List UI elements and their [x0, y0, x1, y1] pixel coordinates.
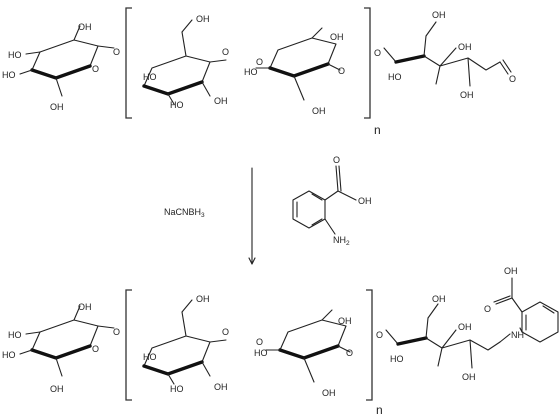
starting-oligosaccharide: OH HO HO OH O O OH O HO HO OH O	[2, 7, 516, 137]
label-oh: OH	[214, 382, 228, 392]
repeat-count-n: n	[374, 123, 381, 137]
product-bracket-right	[366, 289, 373, 401]
label-carboxyl-oh: OH	[358, 196, 372, 206]
arrow-head	[248, 257, 256, 265]
repeat-count-n: n	[376, 403, 383, 417]
open-chain-reducing-end	[383, 21, 512, 87]
glucose-unit-2	[142, 19, 227, 105]
label-oh: OH	[338, 316, 352, 326]
glucose-unit-3	[255, 27, 341, 101]
label-product-acid-o: O	[484, 304, 491, 314]
label-ho: HO	[2, 70, 16, 80]
label-product-acid-oh: OH	[504, 266, 518, 276]
label-oh: OH	[50, 102, 64, 112]
label-ring-o: O	[222, 327, 229, 337]
label-oh: OH	[460, 90, 474, 100]
reduced-reducing-end	[385, 303, 511, 369]
label-glycosidic-o: O	[256, 337, 263, 347]
label-oh: OH	[78, 22, 92, 32]
label-glycosidic-o: O	[113, 47, 120, 57]
label-oh: OH	[196, 294, 210, 304]
label-ho: HO	[170, 100, 184, 110]
label-oh: OH	[458, 42, 472, 52]
label-ho: HO	[8, 330, 22, 340]
label-ho: HO	[170, 384, 184, 394]
product-glucose-unit-1	[19, 305, 115, 377]
label-oh: OH	[432, 294, 446, 304]
label-ring-o: O	[338, 66, 345, 76]
label-ho: HO	[143, 352, 157, 362]
label-ho: HO	[8, 50, 22, 60]
product-conjugate: OH HO HO OH O O OH O HO HO OH O OH	[2, 266, 559, 417]
label-oh: OH	[196, 14, 210, 24]
bracket-right	[364, 7, 371, 119]
label-product-nh: NH	[511, 330, 524, 340]
label-amine: NH2	[333, 235, 350, 247]
reaction-arrow-section: NaCNBH3 O OH NH2	[164, 155, 372, 265]
label-ho: HO	[143, 72, 157, 82]
label-glycosidic-o: O	[256, 57, 263, 67]
label-aldehyde-o: O	[509, 74, 516, 84]
label-ring-o: O	[92, 64, 99, 74]
label-ring-o: O	[222, 47, 229, 57]
label-ho: HO	[2, 350, 16, 360]
label-ho: HO	[244, 67, 258, 77]
label-oh: OH	[330, 32, 344, 42]
product-glucose-unit-2	[142, 299, 227, 385]
reagent-reducing-agent: NaCNBH3	[164, 207, 205, 219]
label-ho: HO	[388, 72, 402, 82]
product-bracket-left	[125, 289, 132, 401]
label-ring-o: O	[346, 348, 353, 358]
label-oh: OH	[312, 106, 326, 116]
anthranilic-acid	[292, 165, 357, 235]
label-glycosidic-o: O	[113, 327, 120, 337]
label-oh: OH	[458, 322, 472, 332]
label-ring-o: O	[92, 344, 99, 354]
label-oh: OH	[462, 372, 476, 382]
bracket-left	[125, 7, 132, 119]
label-ho: HO	[254, 348, 268, 358]
label-carbonyl-o: O	[333, 155, 340, 165]
product-aromatic-ring	[493, 277, 559, 343]
label-oh: OH	[214, 96, 228, 106]
label-oh: OH	[322, 388, 336, 398]
glucose-unit-1	[19, 25, 115, 97]
label-oh: OH	[50, 384, 64, 394]
label-ho: HO	[390, 354, 404, 364]
label-glycosidic-o: O	[374, 48, 381, 58]
label-glycosidic-o: O	[376, 330, 383, 340]
label-oh: OH	[78, 302, 92, 312]
label-oh: OH	[432, 10, 446, 20]
product-glucose-unit-3	[265, 309, 351, 383]
